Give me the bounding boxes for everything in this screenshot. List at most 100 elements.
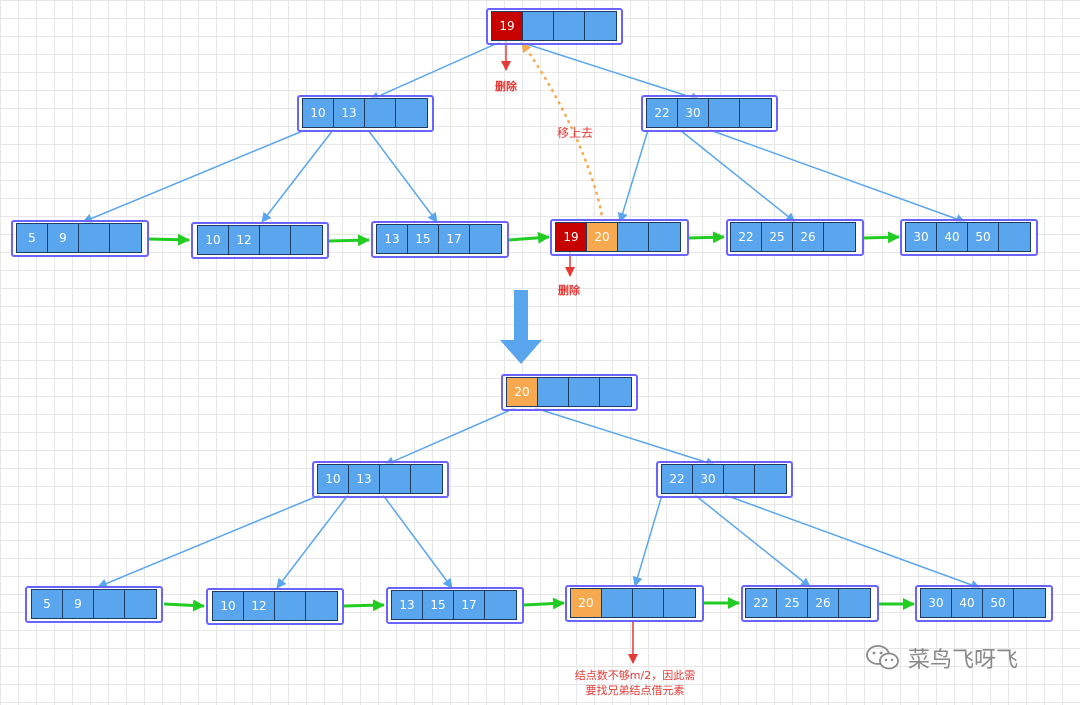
edge-root-to-inner-left xyxy=(369,41,501,101)
key-cell xyxy=(755,465,786,493)
key-cell xyxy=(523,12,554,40)
bottom-leaf-2: 10 12 xyxy=(212,591,338,621)
key-cell: 13 xyxy=(334,99,365,127)
edge-b-inner-left-to-leaf-1 xyxy=(97,494,321,589)
key-cell: 5 xyxy=(32,590,63,618)
key-cell: 20 xyxy=(507,378,538,406)
key-cell: 10 xyxy=(213,592,244,620)
wechat-icon xyxy=(866,645,899,670)
edge-b-inner-right-to-leaf-6 xyxy=(724,494,981,590)
bottom-leaf-5: 22 25 26 xyxy=(745,588,871,618)
key-cell: 17 xyxy=(439,225,470,253)
key-cell xyxy=(306,592,337,620)
key-cell: 15 xyxy=(408,225,439,253)
key-cell xyxy=(999,223,1030,251)
key-cell xyxy=(380,465,411,493)
edge-b-inner-right-to-leaf-5 xyxy=(694,494,811,588)
borrow-note-line-1: 结点数不够m/2，因此需 xyxy=(574,669,696,682)
key-cell: 13 xyxy=(377,225,408,253)
key-cell xyxy=(411,465,442,493)
bottom-leaf-3: 13 15 17 xyxy=(391,590,517,620)
edge-b-inner-right-to-leaf-4 xyxy=(632,494,663,587)
top-leaf-3: 13 15 17 xyxy=(376,224,502,254)
key-cell: 15 xyxy=(423,591,454,619)
leaf-link-5-6 xyxy=(863,231,900,244)
key-cell: 10 xyxy=(303,99,334,127)
edge-inner-left-to-leaf-1 xyxy=(82,129,306,224)
top-inner-left-node: 10 13 xyxy=(302,98,428,128)
bottom-root-node: 20 xyxy=(506,377,632,407)
edge-b-root-to-inner-left xyxy=(384,407,516,466)
key-cell xyxy=(585,12,616,40)
move-up-label: 移上去 xyxy=(557,126,594,140)
key-cell xyxy=(649,223,680,251)
edge-root-to-inner-right xyxy=(519,41,701,102)
bottom-leaf-6: 30 40 50 xyxy=(920,588,1046,618)
transition-arrow xyxy=(500,290,542,364)
key-cell: 30 xyxy=(678,99,709,127)
key-cell: 17 xyxy=(454,591,485,619)
key-cell xyxy=(365,99,396,127)
key-cell: 9 xyxy=(63,590,94,618)
key-cell: 10 xyxy=(318,465,349,493)
leaf-link-1-2 xyxy=(148,233,190,246)
edge-inner-left-to-leaf-3 xyxy=(367,129,438,223)
leaf-link-2-3 xyxy=(328,234,370,247)
edge-b-inner-left-to-leaf-2 xyxy=(276,494,349,589)
key-cell: 25 xyxy=(762,223,793,251)
delete-label-root: 删除 xyxy=(495,80,517,93)
key-cell: 30 xyxy=(693,465,724,493)
edge-inner-right-to-leaf-4 xyxy=(617,129,649,223)
key-cell xyxy=(538,378,569,406)
top-inner-right-node: 22 30 xyxy=(646,98,772,128)
key-cell: 13 xyxy=(349,465,380,493)
key-cell xyxy=(470,225,501,253)
key-cell xyxy=(602,589,633,617)
borrow-note: 结点数不够m/2，因此需 要找兄弟结点借元素 xyxy=(555,668,715,698)
key-cell xyxy=(94,590,125,618)
key-cell: 30 xyxy=(921,589,952,617)
borrow-note-line-2: 要找兄弟结点借元素 xyxy=(585,684,685,697)
b-leaf-link-2-3 xyxy=(343,599,385,612)
bottom-inner-left-node: 10 13 xyxy=(317,464,443,494)
key-cell: 22 xyxy=(746,589,777,617)
top-tree-edges xyxy=(82,41,966,224)
edge-inner-left-to-leaf-2 xyxy=(261,129,334,223)
key-cell xyxy=(260,226,291,254)
key-cell: 19 xyxy=(492,12,523,40)
key-cell xyxy=(740,99,771,127)
key-cell xyxy=(291,226,322,254)
key-cell xyxy=(125,590,156,618)
leaf-link-3-4 xyxy=(508,231,550,244)
key-cell: 22 xyxy=(731,223,762,251)
key-cell xyxy=(618,223,649,251)
top-leaf-6: 30 40 50 xyxy=(905,222,1031,252)
bottom-leaf-1: 5 9 xyxy=(31,589,157,619)
key-cell xyxy=(1014,589,1045,617)
leaf-link-4-5 xyxy=(688,231,725,244)
key-cell: 19 xyxy=(556,223,587,251)
b-leaf-link-1-2 xyxy=(163,599,205,612)
edge-b-root-to-inner-right xyxy=(534,407,716,468)
key-cell: 30 xyxy=(906,223,937,251)
key-cell: 10 xyxy=(198,226,229,254)
key-cell xyxy=(709,99,740,127)
key-cell xyxy=(396,99,427,127)
key-cell: 12 xyxy=(229,226,260,254)
key-cell: 20 xyxy=(587,223,618,251)
key-cell xyxy=(824,223,855,251)
key-cell: 5 xyxy=(17,224,48,252)
top-leaf-links xyxy=(148,231,900,247)
key-cell: 25 xyxy=(777,589,808,617)
key-cell xyxy=(79,224,110,252)
bottom-leaf-4: 20 xyxy=(570,588,696,618)
key-cell: 13 xyxy=(392,591,423,619)
key-cell: 12 xyxy=(244,592,275,620)
key-cell: 9 xyxy=(48,224,79,252)
watermark-text: 菜鸟飞呀飞 xyxy=(908,648,1019,673)
key-cell xyxy=(664,589,695,617)
key-cell xyxy=(600,378,631,406)
top-leaf-1: 5 9 xyxy=(16,223,142,253)
bottom-inner-right-node: 22 30 xyxy=(661,464,787,494)
top-leaf-5: 22 25 26 xyxy=(730,222,856,252)
